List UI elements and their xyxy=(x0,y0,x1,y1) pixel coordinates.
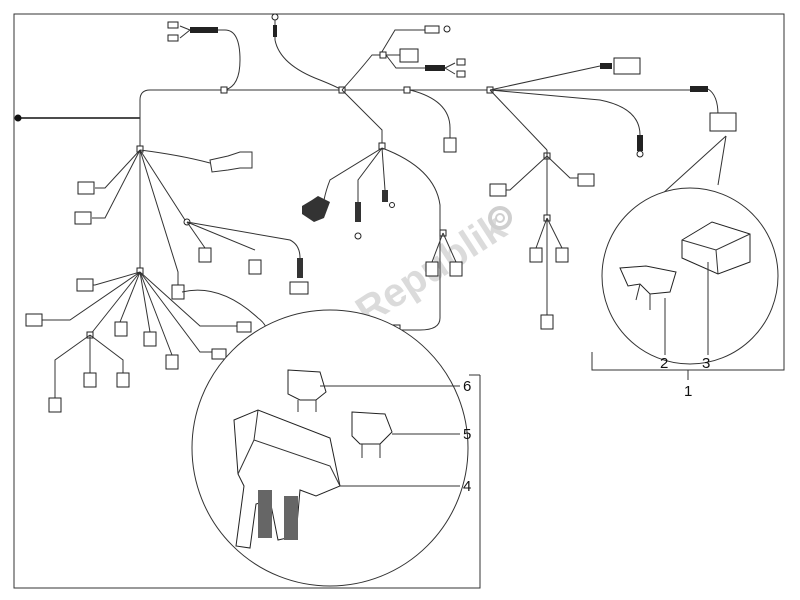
callout-2: 2 xyxy=(660,355,668,372)
gear-icon xyxy=(488,206,512,230)
top-right-branch xyxy=(341,25,466,91)
lower-left-branch xyxy=(25,267,252,413)
relay-detail: 6 5 4 xyxy=(181,289,471,587)
callout-1: 1 xyxy=(684,383,692,400)
left-branch xyxy=(74,145,309,300)
fuse-kit-detail: 2 3 1 xyxy=(591,135,784,400)
top-center-connector xyxy=(271,13,346,94)
callout-3: 3 xyxy=(702,355,710,372)
callout-5: 5 xyxy=(463,426,471,443)
right-branch xyxy=(489,150,595,330)
center-branch xyxy=(302,89,463,336)
callout-6: 6 xyxy=(463,378,471,395)
top-left-connectors xyxy=(167,21,241,94)
far-right-branch xyxy=(403,57,737,158)
callout-4: 4 xyxy=(463,478,471,495)
main-trunk xyxy=(14,89,490,272)
